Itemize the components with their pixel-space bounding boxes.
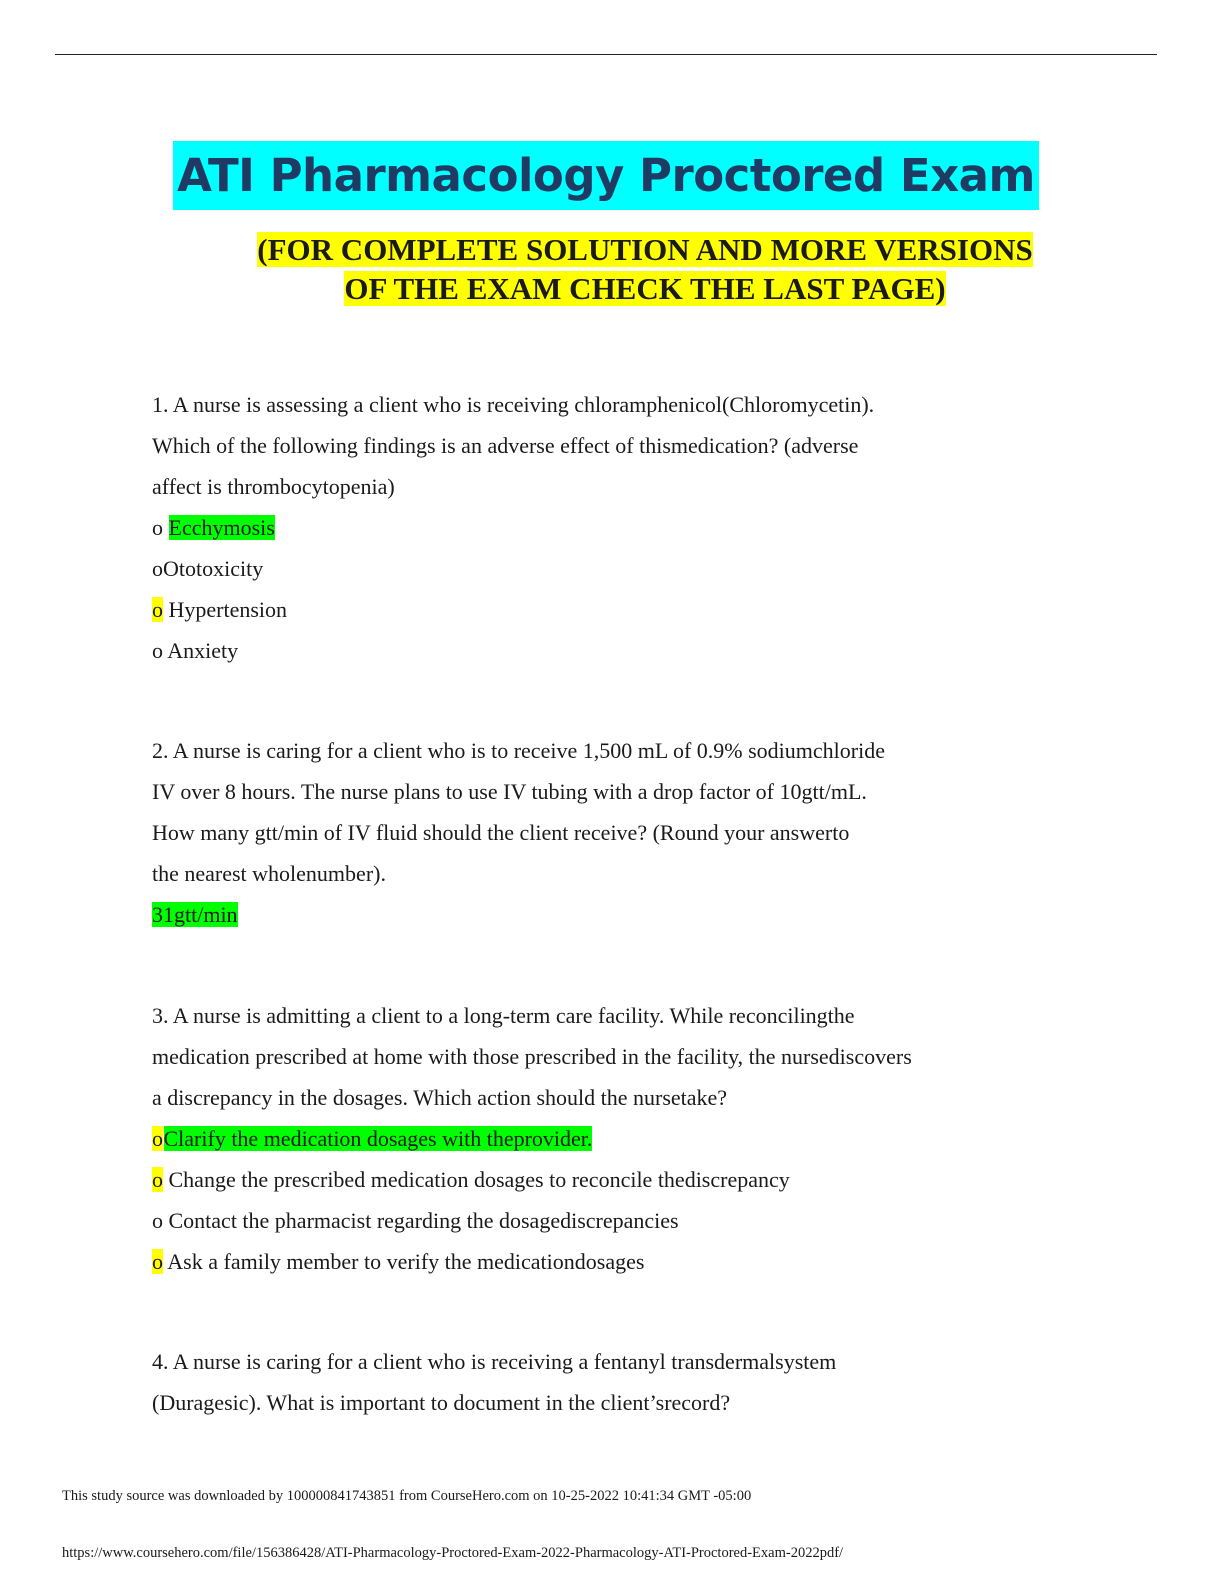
option-text: Hypertension <box>163 597 288 622</box>
q3-option-clarify: o Clarify the medication dosages with th… <box>152 1126 593 1152</box>
q3-stem-line: medication prescribed at home with those… <box>152 1044 912 1069</box>
q2-stem-line: How many gtt/min of IV fluid should the … <box>152 820 850 845</box>
q1-option-ototoxicity: oOtotoxicity <box>152 556 264 581</box>
q3-stem-line: 3. A nurse is admitting a client to a lo… <box>152 1003 855 1028</box>
correct-answer: 31gtt/min <box>152 902 238 927</box>
q3-stem-line: a discrepancy in the dosages. Which acti… <box>152 1085 728 1110</box>
q1-option-ecchymosis: o Ecchymosis <box>152 515 275 541</box>
q1-option-hypertension: o Hypertension <box>152 597 287 623</box>
q2-stem-line: 2. A nurse is caring for a client who is… <box>152 738 885 763</box>
q3-option-ask: o Ask a family member to verify the medi… <box>152 1249 644 1275</box>
q2-stem-line: the nearest wholenumber). <box>152 861 386 886</box>
q1-option-anxiety: o Anxiety <box>152 638 239 663</box>
correct-answer: Clarify the medication dosages with thep… <box>163 1126 593 1151</box>
option-text: Change the prescribed medication dosages… <box>163 1167 790 1192</box>
option-marker: o <box>152 1249 163 1274</box>
title-block: ATI Pharmacology Proctored Exam <box>0 141 1212 210</box>
subtitle-line-2: OF THE EXAM CHECK THE LAST PAGE) <box>344 271 946 306</box>
q3-option-contact: o Contact the pharmacist regarding the d… <box>152 1208 679 1233</box>
option-marker: o <box>152 515 169 540</box>
correct-answer: Ecchymosis <box>168 515 275 540</box>
q1-stem-line: Which of the following findings is an ad… <box>152 433 859 458</box>
q1-stem-line: 1. A nurse is assessing a client who is … <box>152 392 875 417</box>
source-url[interactable]: https://www.coursehero.com/file/15638642… <box>62 1545 844 1561</box>
download-note: This study source was downloaded by 1000… <box>62 1488 752 1504</box>
option-marker: o <box>152 1167 163 1192</box>
q4-stem-line: 4. A nurse is caring for a client who is… <box>152 1349 837 1374</box>
option-marker: o <box>152 1126 163 1151</box>
page-title: ATI Pharmacology Proctored Exam <box>173 141 1039 210</box>
q1-stem-line: affect is thrombocytopenia) <box>152 474 395 499</box>
q2-stem-line: IV over 8 hours. The nurse plans to use … <box>152 779 867 804</box>
option-text: Ask a family member to verify the medica… <box>163 1249 645 1274</box>
option-marker: o <box>152 597 163 622</box>
q2-answer: 31gtt/min <box>152 902 238 928</box>
q3-option-change: o Change the prescribed medication dosag… <box>152 1167 790 1193</box>
subtitle-line-1: (FOR COMPLETE SOLUTION AND MORE VERSIONS <box>257 232 1033 267</box>
q4-stem-line: (Duragesic). What is important to docume… <box>152 1390 731 1415</box>
subtitle-block: (FOR COMPLETE SOLUTION AND MORE VERSIONS… <box>240 230 1050 308</box>
top-rule <box>55 54 1157 55</box>
